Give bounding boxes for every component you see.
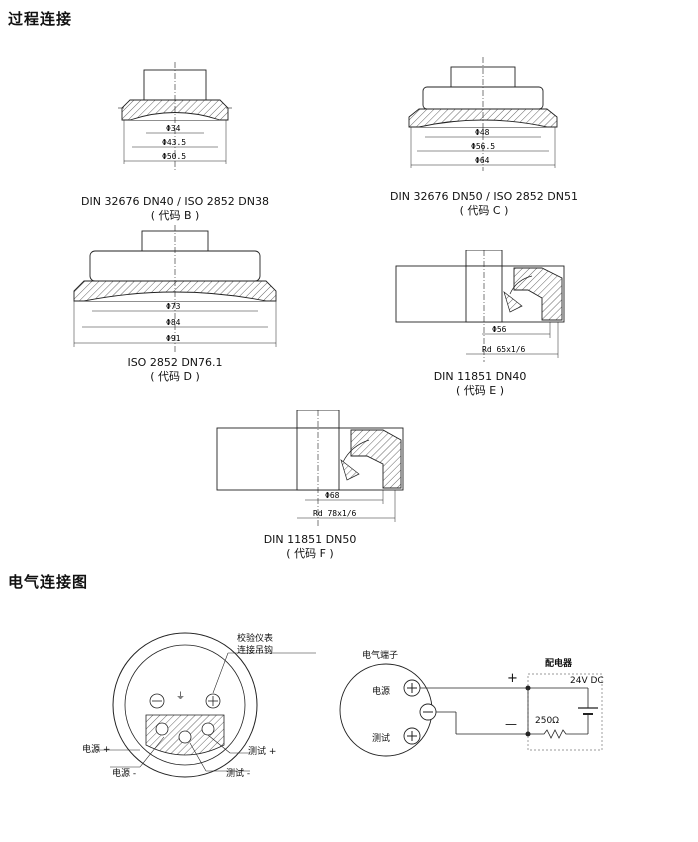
fitting-b-dim-2: Φ43.5 (162, 138, 186, 147)
housing-wiring-diagram: ⏚ (96, 632, 316, 778)
fitting-d-dim-1: Φ73 (166, 302, 181, 311)
fitting-d-code: ( 代码 D ) (150, 370, 200, 383)
svg-text:⏚: ⏚ (176, 691, 185, 702)
terminal-schematic (339, 663, 603, 757)
fitting-f-dim-2: Rd 78x1/6 (313, 509, 357, 518)
fitting-f-code: ( 代码 F ) (286, 547, 334, 560)
fitting-c-name: DIN 32676 DN50 / ISO 2852 DN51 (390, 190, 578, 203)
fitting-c-code: ( 代码 C ) (459, 204, 509, 217)
fitting-d-name: ISO 2852 DN76.1 (127, 356, 223, 369)
terminal-test-label: 测试 (372, 734, 391, 744)
fitting-d-drawing: Φ73 Φ84 Φ91 (73, 225, 277, 353)
fitting-e-drawing: Φ56 Rd 65x1/6 (395, 250, 565, 362)
fitting-b-code: ( 代码 B ) (150, 209, 200, 222)
fitting-c-dim-2: Φ56.5 (471, 142, 495, 151)
fitting-e-code: ( 代码 E ) (455, 384, 505, 397)
fitting-b-drawing: Φ34 Φ43.5 Φ50.5 (118, 62, 232, 172)
fitting-f-name: DIN 11851 DN50 (263, 533, 357, 546)
fitting-c-dim-1: Φ48 (475, 128, 490, 137)
fitting-b-dim-3: Φ50.5 (162, 152, 186, 161)
fitting-d-dim-3: Φ91 (166, 334, 181, 343)
fitting-b-name: DIN 32676 DN40 / ISO 2852 DN38 (81, 195, 269, 208)
section-title-process: 过程连接 (8, 10, 73, 28)
plus-sign: + (507, 671, 518, 686)
section-title-electrical: 电气连接图 (8, 573, 89, 591)
test-minus-label: 测试 - (226, 769, 251, 779)
fitting-e-dim-2: Rd 65x1/6 (482, 345, 526, 354)
fitting-b-dim-1: Φ34 (166, 124, 181, 133)
fitting-c-dim-3: Φ64 (475, 156, 490, 165)
power-plus-label: 电源 + (82, 745, 111, 755)
fitting-f-drawing: Φ68 Rd 78x1/6 (216, 410, 404, 528)
terminal-title: 电气端子 (362, 651, 399, 661)
fitting-d-dim-2: Φ84 (166, 318, 181, 327)
resistor-label: 250Ω (535, 716, 560, 726)
relay-title: 配电器 (545, 659, 573, 669)
fitting-c-drawing: Φ48 Φ56.5 Φ64 (408, 57, 558, 171)
terminal-power-label: 电源 (372, 687, 391, 697)
power-minus-label: 电源 - (112, 769, 137, 779)
fitting-e-dim-1: Φ56 (492, 325, 507, 334)
supply-label: 24V DC (570, 676, 604, 686)
minus-sign: — (505, 717, 517, 731)
fitting-e-name: DIN 11851 DN40 (433, 370, 527, 383)
test-plus-label: 测试 + (248, 747, 277, 757)
fitting-f-dim-1: Φ68 (325, 491, 340, 500)
calib-hook-label-1: 校验仪表 (237, 634, 274, 644)
calib-hook-label-2: 连接吊钩 (237, 646, 274, 656)
